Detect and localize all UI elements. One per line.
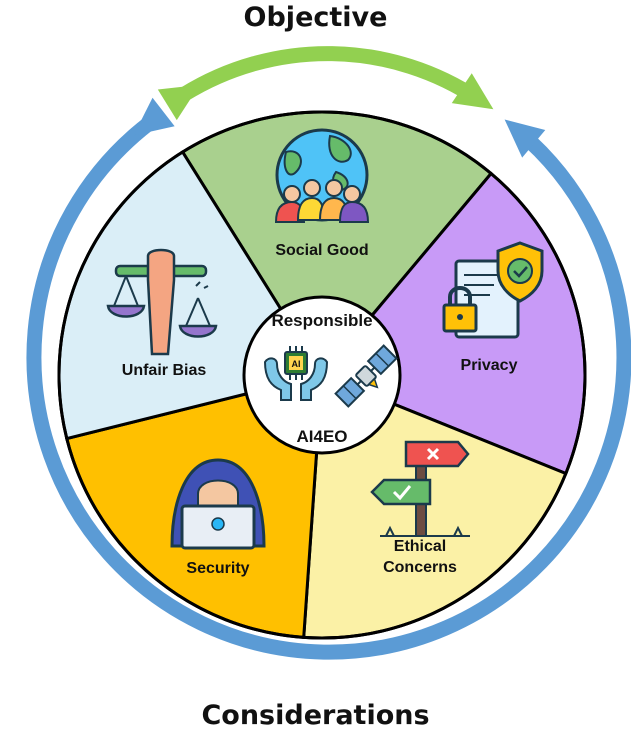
signpost-icon <box>370 440 470 537</box>
center-label-top: Responsible <box>271 311 372 330</box>
document-lock-shield-icon <box>442 241 544 339</box>
segment-label-ethical-concerns-line-1: Ethical <box>394 538 446 555</box>
hooded-hacker-icon <box>170 458 266 550</box>
outer-cycle-arrow <box>26 97 631 660</box>
segment-label-social-good: Social Good <box>275 242 368 259</box>
diagram-title-objective: Objective <box>243 2 388 33</box>
segment-label-privacy: Privacy <box>461 357 518 374</box>
objective-double-arrow <box>157 46 494 121</box>
segment-label-unfair-bias: Unfair Bias <box>122 362 207 379</box>
satellite-icon <box>334 344 398 408</box>
diagram-title-considerations: Considerations <box>201 700 430 731</box>
fist-scales-icon <box>106 248 218 356</box>
segment-label-security: Security <box>186 560 249 577</box>
hands-ai-chip-icon: AI <box>263 346 329 401</box>
segments-outline <box>57 110 587 640</box>
ai-chip-label: AI <box>292 359 301 369</box>
segment-label-ethical-concerns-line-2: Concerns <box>383 559 457 576</box>
center-label-bottom: AI4EO <box>296 427 347 446</box>
globe-people-icon <box>274 128 370 223</box>
